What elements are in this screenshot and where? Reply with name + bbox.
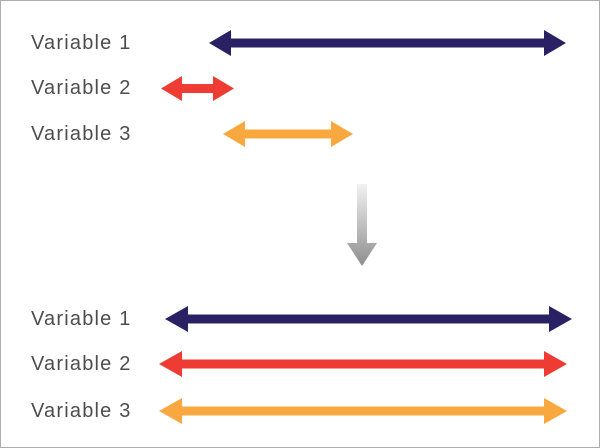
variable-label: Variable 1 — [31, 308, 132, 330]
variable-label: Variable 2 — [31, 353, 132, 375]
variable-label: Variable 2 — [31, 77, 132, 99]
variable-label: Variable 1 — [31, 32, 132, 54]
variable-label: Variable 3 — [31, 400, 132, 422]
variable-label: Variable 3 — [31, 123, 132, 145]
